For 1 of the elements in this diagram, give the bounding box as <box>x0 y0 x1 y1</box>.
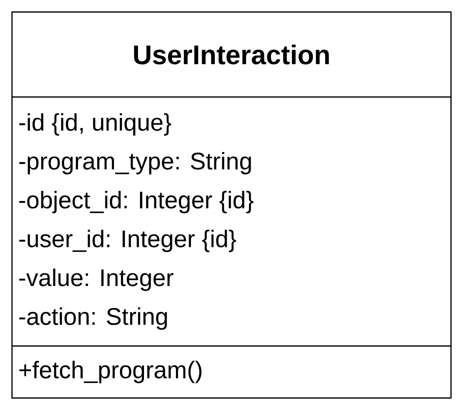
class-box: UserInteraction -id {id, unique} -program_type: String -object_id: Integer {id} -user_id: Integer {id} -value: Integer -action: String +fetch_program() <box>11 11 452 399</box>
